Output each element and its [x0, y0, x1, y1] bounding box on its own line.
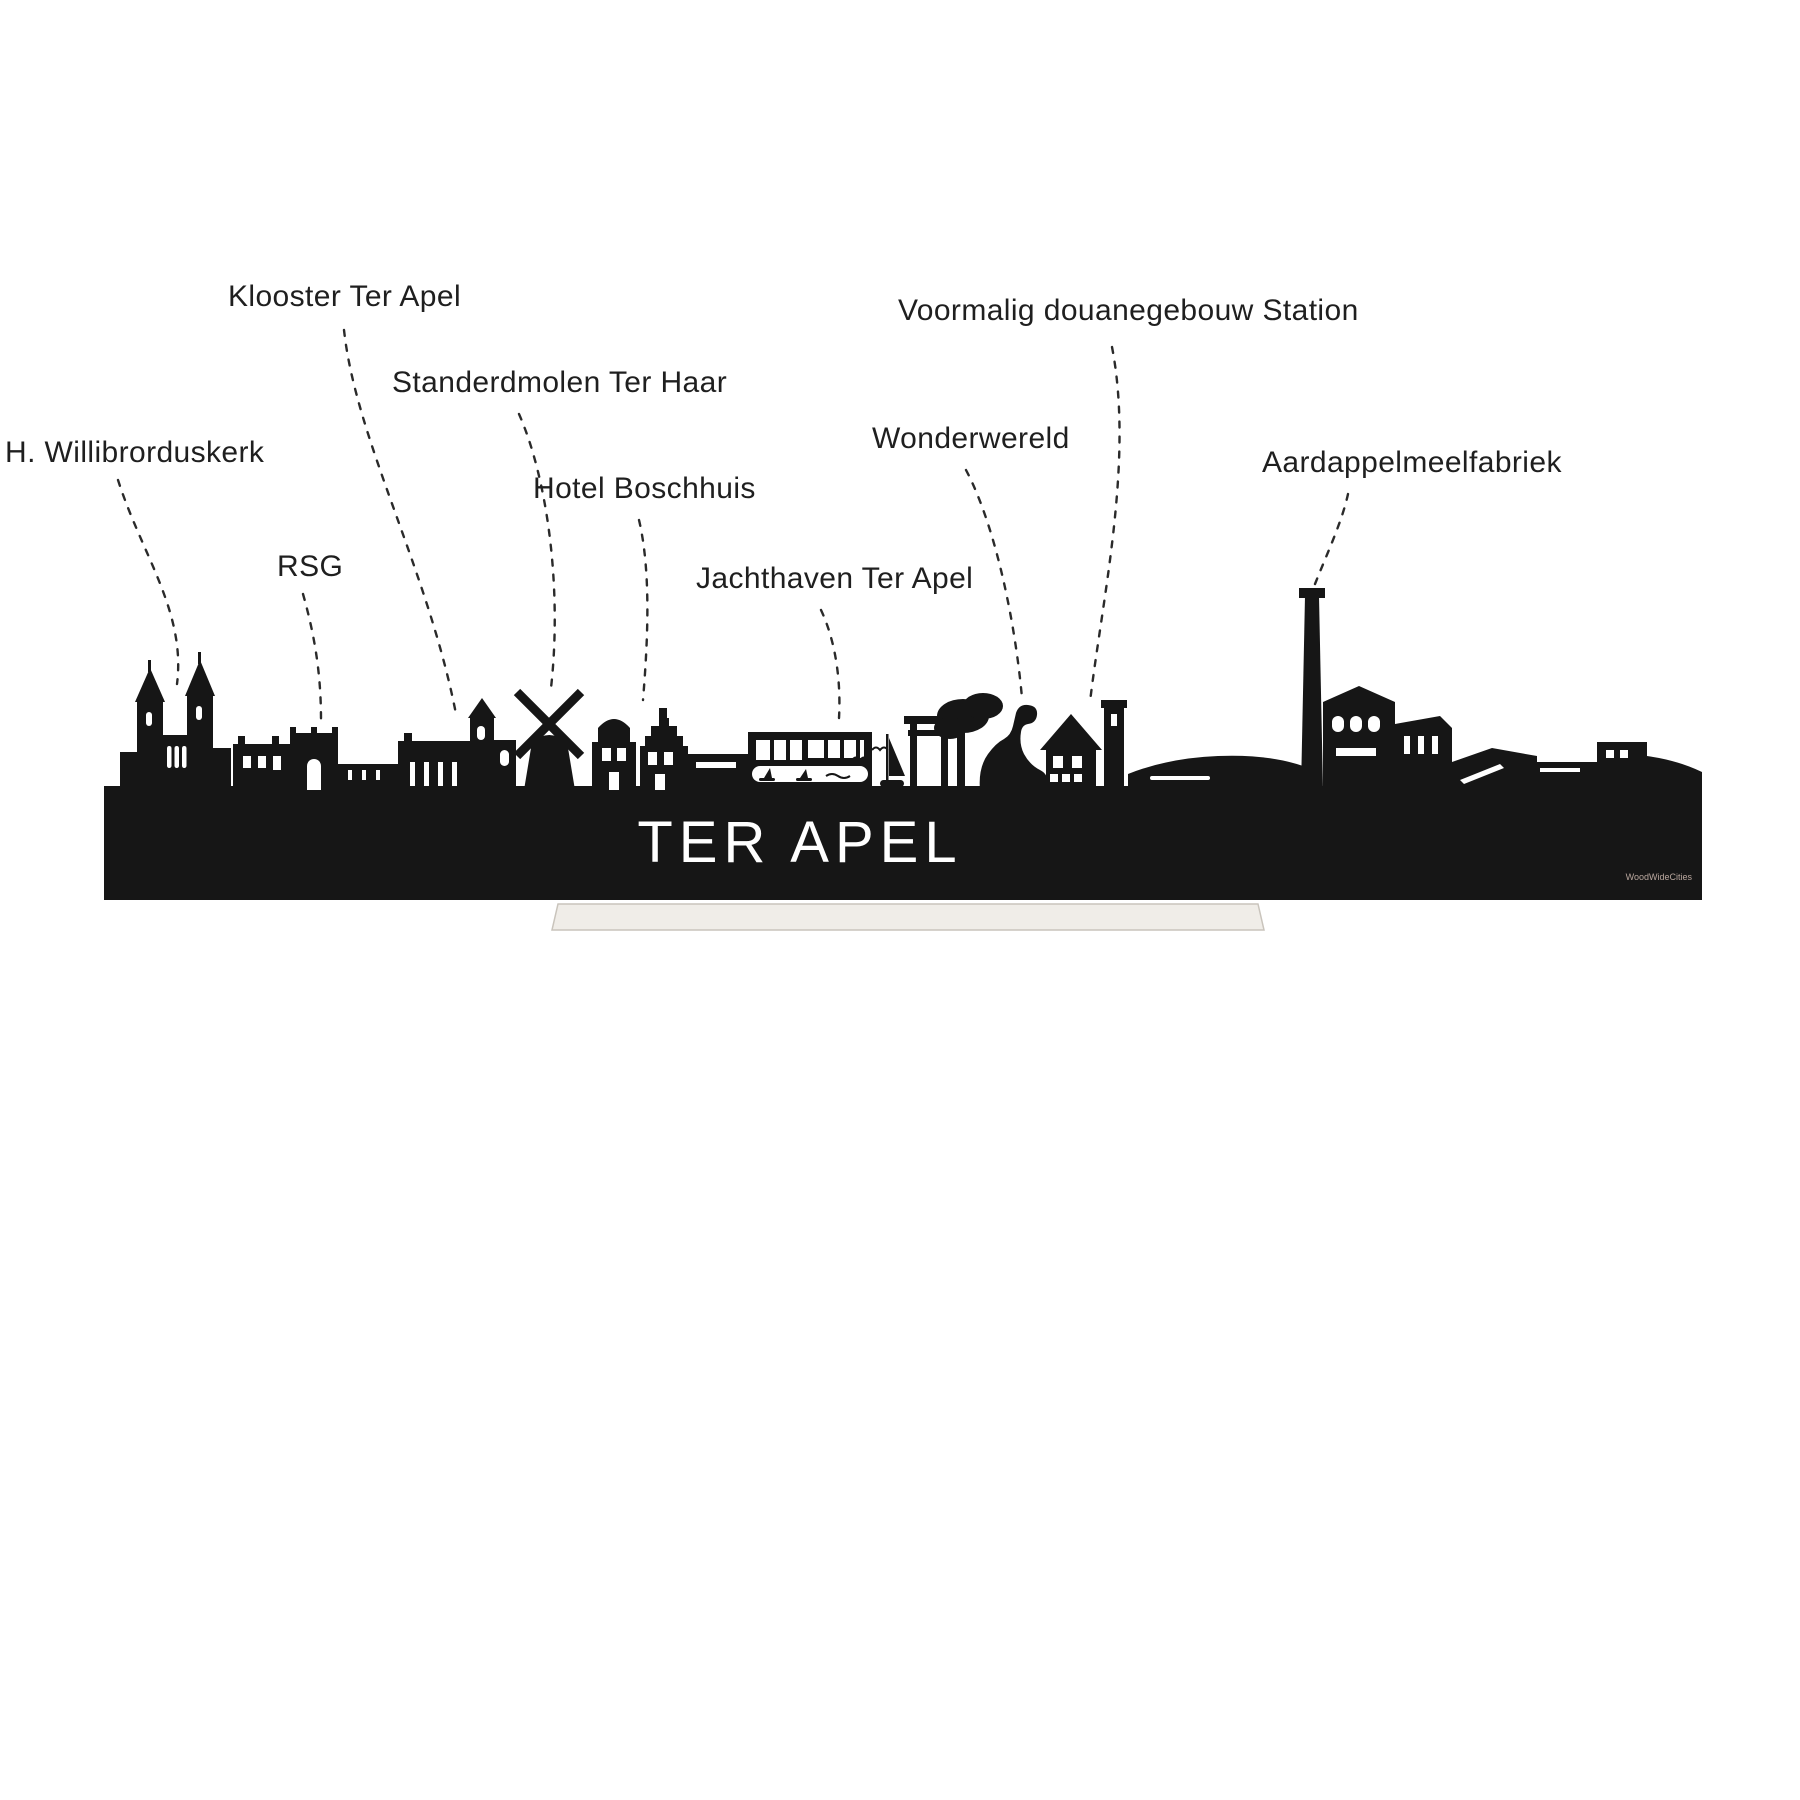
label-jachthaven-ter-apel: Jachthaven Ter Apel — [696, 562, 974, 595]
label-standerdmolen-ter-haar: Standerdmolen Ter Haar — [392, 366, 728, 399]
skyline-base-band — [104, 786, 1702, 900]
leader-line-station — [1088, 345, 1121, 704]
label-hotel-boschhuis: Hotel Boschhuis — [533, 472, 756, 505]
windmill-silhouette — [513, 688, 585, 790]
willibrorduskerk-silhouette — [120, 652, 231, 792]
leader-line-rsg — [301, 592, 323, 722]
overlay-details — [759, 740, 889, 781]
right-buildings-silhouette — [1452, 742, 1702, 790]
station-silhouette — [1040, 700, 1303, 790]
rsg-silhouette — [290, 727, 400, 790]
leader-line-klooster — [342, 328, 458, 716]
skyline-silhouette — [104, 588, 1702, 900]
label-voormalig-douanegebouw-station: Voormalig douanegebouw Station — [898, 294, 1359, 327]
leader-line-hotel-boschhuis — [637, 518, 649, 702]
label-h-willibrorduskerk: H. Willibrorduskerk — [5, 436, 265, 469]
leader-line-h-willibrorduskerk — [116, 478, 180, 686]
leader-line-aardappelmeelfabriek — [1313, 492, 1350, 586]
sailboat-silhouette — [880, 734, 905, 787]
leader-line-jachthaven — [819, 608, 841, 720]
label-klooster-ter-apel: Klooster Ter Apel — [228, 280, 462, 313]
watermark-text: WoodWideCities — [1626, 872, 1693, 882]
wonderwereld-silhouette — [904, 693, 1048, 790]
leader-line-wonderwereld — [964, 468, 1024, 700]
factory-silhouette — [1299, 588, 1452, 790]
label-rsg: RSG — [277, 550, 344, 583]
skyline-city-name: TER APEL — [637, 810, 962, 875]
leader-lines — [116, 328, 1350, 722]
leader-line-standerdmolen — [517, 412, 556, 690]
cutout-details — [146, 706, 1628, 790]
label-wonderwereld: Wonderwereld — [872, 422, 1070, 455]
display-stand — [551, 903, 1265, 931]
label-aardappelmeelfabriek: Aardappelmeelfabriek — [1262, 446, 1562, 479]
